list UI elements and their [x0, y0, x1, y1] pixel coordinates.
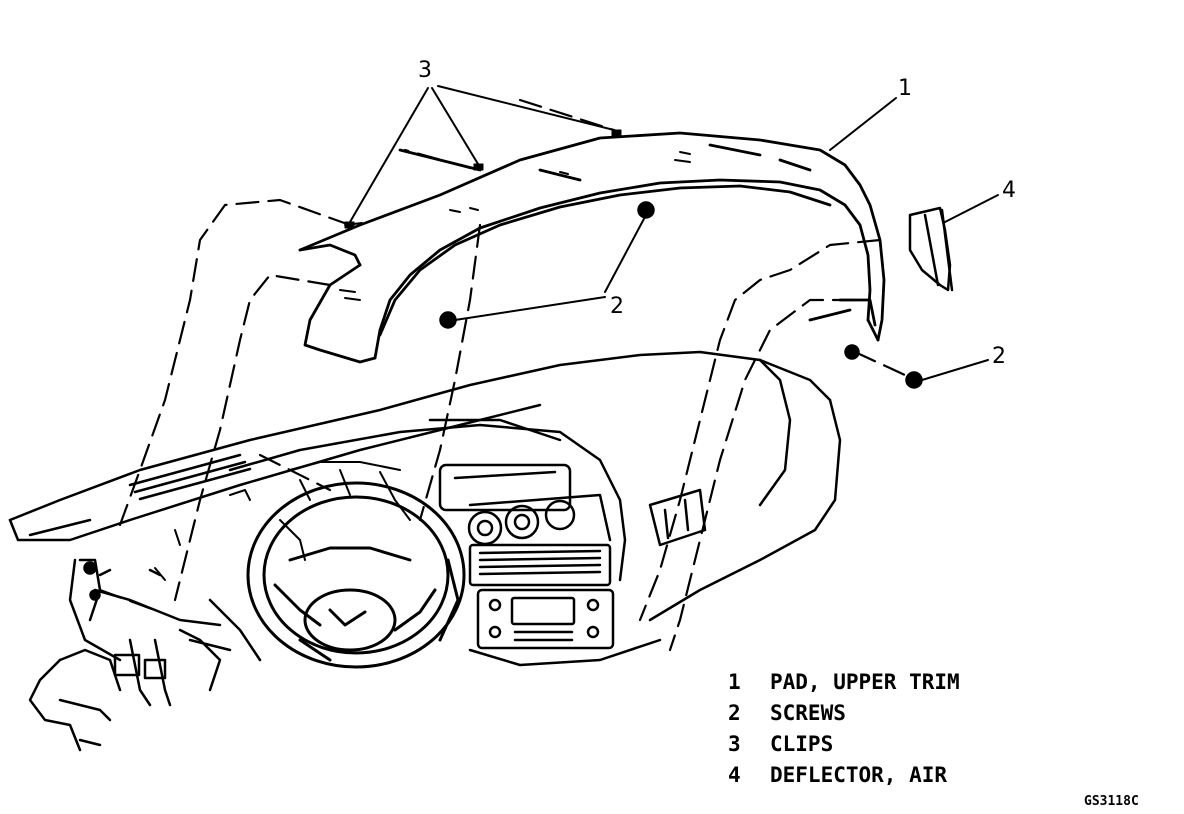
screws [83, 201, 923, 601]
phantom-outlines [98, 98, 907, 652]
lower-brackets [28, 558, 232, 752]
legend-number: 3 [728, 732, 741, 756]
dash-interior-details [154, 461, 411, 581]
legend-label: CLIPS [770, 732, 834, 756]
legend-number: 4 [728, 763, 741, 787]
legend-label: DEFLECTOR, AIR [770, 763, 948, 787]
legend-row-deflector: 4 DEFLECTOR, AIR [728, 763, 960, 794]
legend-label: SCREWS [770, 701, 846, 725]
center-stack [468, 543, 615, 650]
legend-label: PAD, UPPER TRIM [770, 670, 960, 694]
instrument-cluster [438, 463, 612, 546]
callout-pad: 1 [898, 76, 912, 101]
callout-screws-right: 2 [992, 344, 1006, 369]
steering-wheel [246, 481, 466, 669]
dashboard-base [8, 350, 842, 667]
air-deflector [908, 206, 954, 292]
legend-row-clips: 3 CLIPS [728, 732, 960, 763]
callout-clips: 3 [418, 58, 432, 83]
callout-screws-left: 2 [610, 294, 624, 319]
upper-trim-pad [298, 131, 886, 364]
legend-number: 1 [728, 670, 741, 694]
legend-row-pad: 1 PAD, UPPER TRIM [728, 670, 960, 701]
leader-lines [349, 85, 999, 381]
pad-surface-marks [339, 151, 691, 301]
legend-row-screws: 2 SCREWS [728, 701, 960, 732]
figure-code: GS3118C [1084, 794, 1139, 809]
callout-deflector: 4 [1002, 178, 1016, 203]
legend-number: 2 [728, 701, 741, 725]
parts-legend: 1 PAD, UPPER TRIM 2 SCREWS 3 CLIPS 4 DEFLECT… [728, 670, 960, 794]
